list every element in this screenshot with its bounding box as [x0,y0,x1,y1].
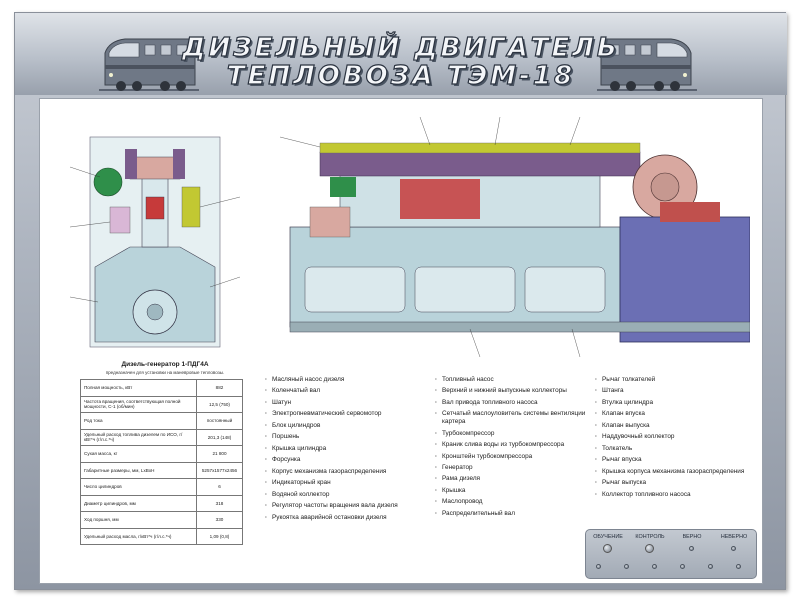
list-item: Сетчатый маслоуловитель системы вентиляц… [435,410,610,425]
list-item: Турбокомпрессор [435,430,610,438]
spec-param: Диаметр цилиндров, мм [80,494,197,512]
legend-column-3: Рычаг толкателей Штанга Втулка цилиндра … [595,376,770,502]
poster-title-line-2: ТЕПЛОВОЗА ТЭМ-18 [226,60,576,91]
result-label-incorrect: НЕВЕРНО [720,534,748,540]
list-item: Шатун [265,399,440,407]
legend-column-1: Масляный насос дизеля Коленчатый вал Шат… [265,376,440,525]
list-item: Рама дизеля [435,475,610,483]
spec-param: Род тока [80,412,197,430]
connector-socket[interactable] [680,564,685,569]
list-item: Втулка цилиндра [595,399,770,407]
list-item: Поршень [265,433,440,441]
list-item: Вал привода топливного насоса [435,399,610,407]
spec-value: 330 [196,511,243,529]
spec-param: Сухая масса, кг [80,445,197,463]
locomotive-icon [597,38,697,91]
poster-title-line-1: ДИЗЕЛЬНЫЙ ДВИГАТЕЛЬ [182,32,620,63]
connector-socket[interactable] [708,564,713,569]
legend-column-2: Топливный насос Верхний и нижний выпускн… [435,376,610,521]
training-mode-button[interactable] [603,544,612,553]
list-item: Толкатель [595,445,770,453]
list-item: Маслопровод [435,498,610,506]
list-item: Форсунка [265,456,440,464]
list-item: Рычаг толкателей [595,376,770,384]
list-item: Масляный насос дизеля [265,376,440,384]
content-panel: Дизель-генератор 1-ПДГ4А предназначен дл… [39,98,763,584]
list-item: Рычаг впуска [595,456,770,464]
table-row: Удельный расход топлива дизелем по ИСО, … [80,428,243,446]
spec-param: Полная мощность, кВт [80,379,197,397]
spec-value: 1,09 (0,8) [196,527,243,545]
list-item: Водяной коллектор [265,491,440,499]
connector-socket[interactable] [596,564,601,569]
list-item: Наддувочный коллектор [595,433,770,441]
locomotive-icon [99,38,199,91]
list-item: Индикаторный кран [265,479,440,487]
list-item: Рукоятка аварийной остановки дизеля [265,514,440,522]
test-control-panel: ОБУЧЕНИЕ КОНТРОЛЬ ВЕРНО НЕВЕРНО [585,529,757,579]
list-item: Кронштейн турбокомпрессора [435,453,610,461]
spec-param: Габаритные размеры, мм, LxBxH [80,461,197,479]
poster-board: ДИЗЕЛЬНЫЙ ДВИГАТЕЛЬ ТЕПЛОВОЗА ТЭМ-18 [14,12,787,590]
list-item: Клапан выпуска [595,422,770,430]
list-item: Блок цилиндров [265,422,440,430]
list-item: Корпус механизма газораспределения [265,468,440,476]
engine-cross-section-drawing [70,136,240,348]
spec-value: 5257x1577x2456 [196,461,243,479]
connector-socket[interactable] [736,564,741,569]
list-item: Краник слива воды из турбокомпрессора [435,441,610,449]
list-item: Верхний и нижний выпускные коллекторы [435,387,610,395]
spec-title: Дизель-генератор 1-ПДГ4А [121,361,209,368]
list-item: Клапан впуска [595,410,770,418]
result-label-correct: ВЕРНО [682,534,702,540]
spec-value: 21 800 [196,445,243,463]
spec-param: Удельный расход топлива дизелем по ИСО, … [80,428,197,446]
spec-subtitle: предназначен для установки на маневровые… [105,370,225,375]
list-item: Крышка корпуса механизма газораспределен… [595,468,770,476]
mode-label-training: ОБУЧЕНИЕ [593,534,623,540]
table-row: Удельный расход масла, г/кВт*ч (г/л.с.*ч… [80,527,243,545]
spec-param: Удельный расход масла, г/кВт*ч (г/л.с.*ч… [80,527,197,545]
mode-label-control: КОНТРОЛЬ [635,534,665,540]
list-item: Коллектор топливного насоса [595,491,770,499]
spec-value: 201,3 (148) [196,428,243,446]
control-mode-button[interactable] [645,544,654,553]
list-item: Регулятор частоты вращения вала дизеля [265,502,440,510]
list-item: Электропневматический сервомотор [265,410,440,418]
spec-value: 318 [196,494,243,512]
correct-indicator [689,546,694,551]
poster-header: ДИЗЕЛЬНЫЙ ДВИГАТЕЛЬ ТЕПЛОВОЗА ТЭМ-18 [15,13,787,95]
list-item: Крышка цилиндра [265,445,440,453]
list-item: Коленчатый вал [265,387,440,395]
spec-param: Частота вращения, соответствующая полной… [80,395,197,413]
incorrect-indicator [731,546,736,551]
spec-param: Ход поршня, мм [80,511,197,529]
engine-longitudinal-section-drawing [280,117,750,357]
spec-value: 6 [196,478,243,496]
list-item: Штанга [595,387,770,395]
list-item: Рычаг выпуска [595,479,770,487]
connector-socket[interactable] [652,564,657,569]
table-row: Частота вращения, соответствующая полной… [80,395,243,413]
spec-value: постоянный [196,412,243,430]
list-item: Распределительный вал [435,510,610,518]
connector-socket[interactable] [624,564,629,569]
list-item: Топливный насос [435,376,610,384]
list-item: Крышка [435,487,610,495]
spec-value: 12,5 (750) [196,395,243,413]
spec-param: Число цилиндров [80,478,197,496]
spec-value: 882 [196,379,243,397]
list-item: Генератор [435,464,610,472]
